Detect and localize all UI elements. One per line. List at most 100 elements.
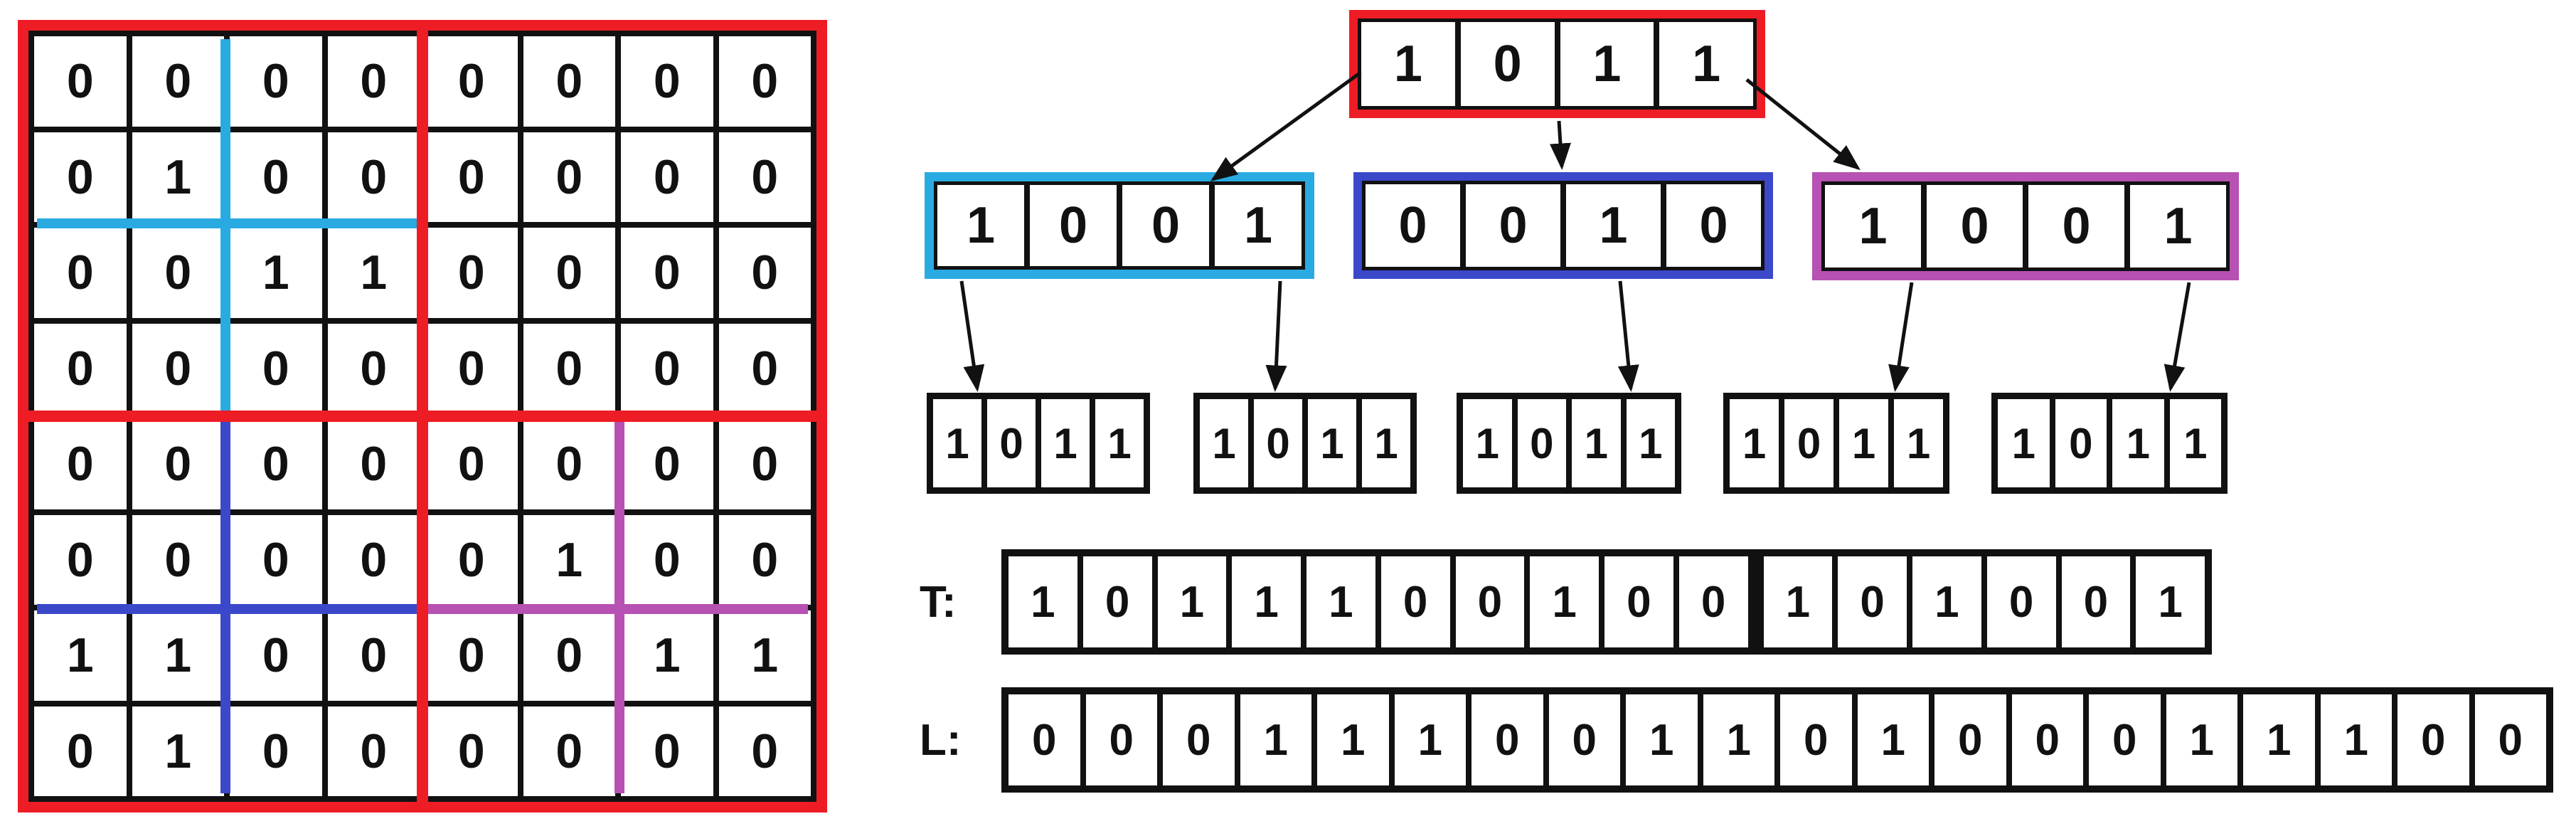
divider-magenta-horizontal — [422, 604, 808, 614]
bit-cell: 0 — [2089, 694, 2161, 785]
edge-leftchild-to-leaf1 — [959, 280, 985, 392]
bit-cell: 1 — [2130, 185, 2226, 268]
bit-cell: 1 — [1157, 556, 1227, 647]
bit-cell: 0 — [718, 36, 811, 127]
bit-cell: 0 — [230, 610, 322, 701]
bit-cell: 1 — [230, 228, 322, 318]
bit-cell: 0 — [425, 610, 518, 701]
bit-cell: 0 — [718, 323, 811, 413]
bit-cell: 0 — [523, 419, 615, 509]
bit-cell: 0 — [132, 36, 224, 127]
bit-cell: 0 — [523, 228, 615, 318]
bit-cell: 0 — [230, 514, 322, 605]
bit-cell: 1 — [1008, 556, 1077, 647]
bit-cell: 0 — [132, 514, 224, 605]
bit-cell: 0 — [34, 132, 127, 222]
bit-cell: 1 — [1566, 184, 1661, 267]
bit-cell: 1 — [132, 706, 224, 796]
bit-cell: 0 — [1471, 694, 1543, 785]
bit-cell: 0 — [1466, 184, 1560, 267]
bit-cell: 1 — [1763, 556, 1833, 647]
bit-cell: 1 — [1839, 399, 1888, 487]
bit-cell: 1 — [1730, 399, 1779, 487]
bit-cell: 1 — [1998, 399, 2050, 487]
bit-cell: 1 — [1626, 399, 1675, 487]
bit-cell: 0 — [1678, 556, 1748, 647]
bit-cell: 1 — [2320, 694, 2392, 785]
bit-cell: 0 — [2055, 399, 2107, 487]
bit-cell: 0 — [327, 706, 420, 796]
bit-cell: 0 — [1082, 556, 1152, 647]
bit-cell: 1 — [1825, 185, 1921, 268]
bit-cell: 0 — [621, 228, 713, 318]
bit-cell: 0 — [1666, 184, 1761, 267]
bit-cell: 1 — [621, 610, 713, 701]
bit-cell: 0 — [425, 514, 518, 605]
bit-cell: 0 — [230, 36, 322, 127]
bit-cell: 0 — [1030, 185, 1117, 266]
bit-cell: 1 — [2136, 556, 2205, 647]
bit-cell: 0 — [621, 132, 713, 222]
bit-cell: 0 — [425, 419, 518, 509]
t-bitmap-label: T: — [920, 577, 957, 627]
bit-cell: 0 — [1122, 185, 1209, 266]
bit-cell: 0 — [327, 36, 420, 127]
bit-cell: 0 — [718, 706, 811, 796]
bit-cell: 1 — [933, 399, 981, 487]
bit-cell: 1 — [1894, 399, 1943, 487]
bit-cell: 1 — [1857, 694, 1929, 785]
bit-cell: 0 — [523, 323, 615, 413]
bit-cell: 0 — [523, 610, 615, 701]
bit-cell: 0 — [1460, 22, 1555, 106]
bit-cell: 1 — [1912, 556, 1981, 647]
bit-cell: 1 — [34, 610, 127, 701]
bit-cell: 0 — [1986, 556, 2056, 647]
bit-cell: 0 — [987, 399, 1036, 487]
edge-middlechild-to-leaf3 — [1617, 280, 1639, 392]
bit-cell: 0 — [1517, 399, 1566, 487]
bit-cell: 0 — [327, 132, 420, 222]
bit-cell: 1 — [1530, 556, 1599, 647]
bit-cell: 0 — [132, 419, 224, 509]
bit-cell: 0 — [1604, 556, 1673, 647]
bit-cell: 1 — [1659, 22, 1753, 106]
bit-cell: 0 — [1163, 694, 1235, 785]
bit-cell: 0 — [718, 514, 811, 605]
bit-cell: 0 — [425, 228, 518, 318]
bit-cell: 1 — [1215, 185, 1302, 266]
bit-cell: 0 — [34, 228, 127, 318]
bit-cell: 1 — [718, 610, 811, 701]
bit-cell: 0 — [1085, 694, 1157, 785]
bit-cell: 0 — [1780, 694, 1852, 785]
edge-root-to-left-child — [1210, 70, 1362, 181]
bit-cell: 1 — [132, 132, 224, 222]
edge-rightchild-to-leaf4 — [1888, 282, 1914, 392]
bit-cell: 0 — [1784, 399, 1833, 487]
bit-cell: 0 — [718, 228, 811, 318]
bit-cell: 0 — [425, 132, 518, 222]
bit-cell: 0 — [1838, 556, 1907, 647]
bit-cell: 0 — [523, 706, 615, 796]
bit-cell: 1 — [1095, 399, 1144, 487]
bit-cell: 0 — [425, 36, 518, 127]
bit-cell: 0 — [2028, 185, 2124, 268]
bit-cell: 0 — [34, 323, 127, 413]
bit-cell: 1 — [132, 610, 224, 701]
l-bitmap-label: L: — [920, 715, 962, 765]
bit-cell: 0 — [230, 419, 322, 509]
edge-leftchild-to-leaf2 — [1265, 280, 1287, 392]
bit-cell: 1 — [1308, 399, 1356, 487]
bit-cell: 1 — [1703, 694, 1774, 785]
bit-cell: 0 — [327, 610, 420, 701]
bit-cell: 0 — [523, 36, 615, 127]
bit-cell: 0 — [621, 419, 713, 509]
bit-cell: 0 — [718, 132, 811, 222]
bit-cell: 0 — [1366, 184, 1460, 267]
